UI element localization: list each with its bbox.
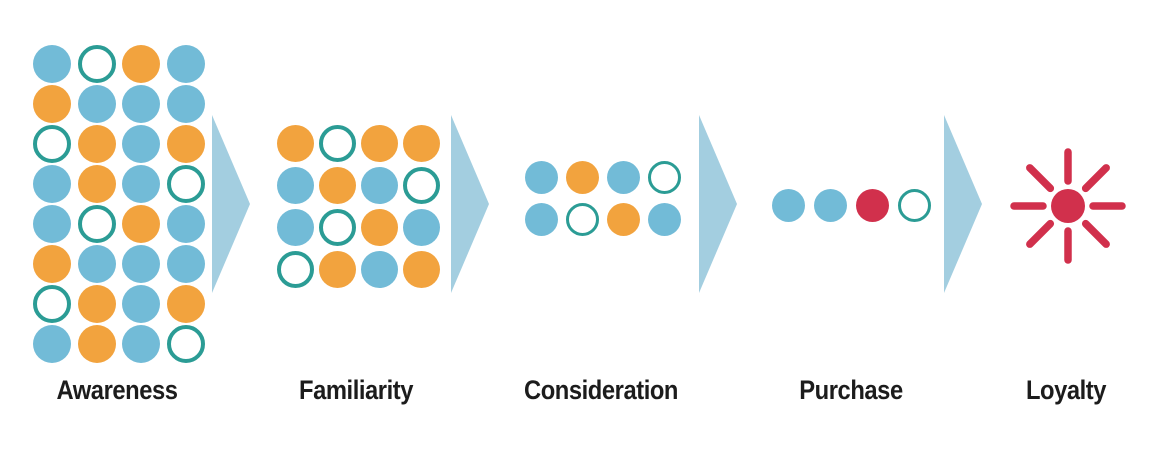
dot-orange — [77, 285, 116, 323]
dot-orange — [360, 208, 398, 246]
dot-blue — [77, 85, 116, 123]
dot-orange — [402, 250, 440, 288]
dot-blue — [166, 205, 205, 243]
dot-orange — [77, 325, 116, 363]
dot-ring — [402, 166, 440, 204]
dot-ring — [648, 160, 682, 194]
stage-label-awareness: Awareness — [56, 375, 178, 405]
dot-blue — [122, 165, 161, 203]
burst-ray — [1026, 219, 1055, 248]
dot-blue — [33, 165, 71, 203]
dot-ring — [33, 285, 71, 323]
dot-orange — [166, 125, 205, 163]
dot-orange — [565, 160, 599, 194]
dot-orange — [77, 165, 116, 203]
dot-blue — [122, 325, 161, 363]
dot-orange — [318, 166, 356, 204]
dot-blue — [122, 245, 161, 283]
dot-blue — [276, 166, 314, 204]
dot-blue — [402, 208, 440, 246]
dot-orange — [33, 85, 71, 123]
dot-ring — [166, 325, 205, 363]
dot-ring — [318, 124, 356, 162]
dot-blue — [122, 125, 161, 163]
dot-orange — [166, 285, 205, 323]
dot-red — [855, 188, 889, 222]
dot-orange — [122, 45, 161, 83]
stage-label-loyalty: Loyalty — [1025, 375, 1107, 405]
dot-orange — [122, 205, 161, 243]
dot-blue — [33, 205, 71, 243]
arrow-right-icon — [212, 115, 250, 293]
dot-blue — [33, 325, 71, 363]
dot-blue — [524, 160, 558, 194]
dot-orange — [77, 125, 116, 163]
dot-blue — [276, 208, 314, 246]
dot-blue — [166, 45, 205, 83]
dot-blue — [607, 160, 641, 194]
burst-ray — [1026, 164, 1055, 193]
dot-blue — [524, 203, 558, 236]
dot-blue — [122, 285, 161, 323]
dot-blue — [122, 85, 161, 123]
dot-ring — [565, 203, 599, 236]
dot-blue — [813, 188, 847, 222]
dot-orange — [360, 124, 398, 162]
dot-blue — [166, 85, 205, 123]
dot-orange — [402, 124, 440, 162]
burst-ray — [1081, 164, 1110, 193]
stage-label-familiarity: Familiarity — [298, 375, 414, 405]
dot-ring — [77, 205, 116, 243]
dot-blue — [33, 45, 71, 83]
dot-ring — [33, 125, 71, 163]
dot-blue — [360, 166, 398, 204]
arrow-right-icon — [699, 115, 737, 293]
dot-blue — [77, 245, 116, 283]
dot-ring — [77, 45, 116, 83]
burst-ray — [1081, 219, 1110, 248]
arrow-right-icon — [944, 115, 982, 293]
dot-ring — [166, 165, 205, 203]
stage-label-consideration: Consideration — [523, 375, 679, 405]
dot-ring — [897, 188, 931, 222]
dot-ring — [318, 208, 356, 246]
dot-blue — [360, 250, 398, 288]
dot-blue — [648, 203, 682, 236]
dot-orange — [318, 250, 356, 288]
dot-ring — [276, 250, 314, 288]
dot-blue — [771, 188, 805, 222]
dot-orange — [607, 203, 641, 236]
dot-blue — [166, 245, 205, 283]
burst-icon — [1010, 148, 1126, 264]
stage-label-purchase: Purchase — [799, 375, 903, 405]
dot-orange — [33, 245, 71, 283]
dot-orange — [276, 124, 314, 162]
arrow-right-icon — [451, 115, 489, 293]
